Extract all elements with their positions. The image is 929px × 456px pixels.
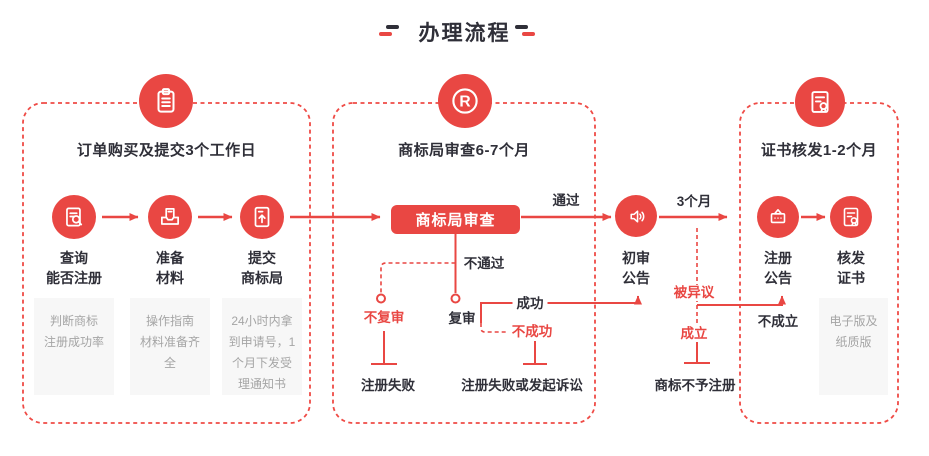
label-no-reexam: 不复审 <box>363 310 405 325</box>
label-objected: 被异议 <box>669 285 719 301</box>
label-not-registered: 商标不予注册 <box>654 378 736 393</box>
certificate-icon <box>843 207 859 227</box>
step-submit-note: 24小时内拿 到申请号，1 个月下发受 理通知书 <box>222 298 302 395</box>
stage1-title: 订单购买及提交3个工作日 <box>76 142 257 159</box>
title-deco-left-dark <box>386 25 399 29</box>
page-title: 办理流程 <box>418 22 511 45</box>
label-fail-result: 注册失败 <box>361 378 415 393</box>
wire-unsuccess-dashed <box>480 323 510 333</box>
step-issue-cert-circle <box>830 196 872 238</box>
svg-text:R: R <box>459 94 470 111</box>
stage2-title: 商标局审查6-7个月 <box>398 142 530 159</box>
label-established: 成立 <box>676 326 712 342</box>
step-announce-label: 初审 公告 <box>622 250 650 286</box>
ring-reexam <box>450 293 461 304</box>
step-submit-circle <box>240 195 284 239</box>
step-issue-cert-label: 核发 证书 <box>837 250 865 286</box>
title-deco-left-red <box>379 32 392 36</box>
step-prepare-label: 准备 材料 <box>156 250 184 286</box>
registered-trademark-icon: R <box>452 88 478 114</box>
label-reexam: 复审 <box>448 311 476 326</box>
label-pass: 通过 <box>552 193 580 208</box>
label-unsuccess: 不成功 <box>507 324 557 340</box>
stage2-panel-border <box>332 102 596 424</box>
stage3-title: 证书核发1-2个月 <box>760 142 878 159</box>
clipboard-icon <box>157 88 175 113</box>
wire-no-reexam-dashed <box>380 262 456 293</box>
stage3-panel-border <box>739 102 899 424</box>
prepare-materials-icon <box>161 208 179 225</box>
title-deco-right-red <box>522 32 535 36</box>
certificate-icon <box>811 91 829 113</box>
submit-document-icon <box>254 206 270 228</box>
title-deco-right-dark <box>515 25 528 29</box>
issue-cert-note: 电子版及 纸质版 <box>819 298 888 395</box>
label-reexam-fail-result: 注册失败或发起诉讼 <box>461 378 583 393</box>
label-not-established: 不成立 <box>757 314 799 329</box>
announcement-board-icon <box>770 209 786 224</box>
step-query-note: 判断商标 注册成功率 <box>34 298 114 395</box>
step-announce-circle <box>615 195 657 237</box>
review-button: 商标局审查 <box>391 205 520 234</box>
wire-success-to-announce <box>480 295 642 323</box>
step-register-announce-circle <box>757 196 799 238</box>
step-prepare-circle <box>148 195 192 239</box>
step-prepare-note: 操作指南 材料准备齐 全 <box>130 298 210 395</box>
ring-no-reexam <box>376 293 386 304</box>
search-document-icon <box>66 207 83 227</box>
stage2-header-circle: R <box>438 74 492 128</box>
step-submit-label: 提交 商标局 <box>241 250 283 286</box>
stage1-header-circle <box>139 74 193 128</box>
step-register-announce-label: 注册 公告 <box>764 250 792 286</box>
label-fail: 不通过 <box>463 256 505 271</box>
step-query-label: 查询 能否注册 <box>46 250 102 286</box>
label-success: 成功 <box>512 296 548 312</box>
wire-not-established <box>697 295 786 306</box>
step-query-circle <box>52 195 96 239</box>
stage3-header-circle <box>795 77 845 127</box>
speaker-icon <box>629 209 644 223</box>
label-three-months: 3个月 <box>676 194 712 209</box>
